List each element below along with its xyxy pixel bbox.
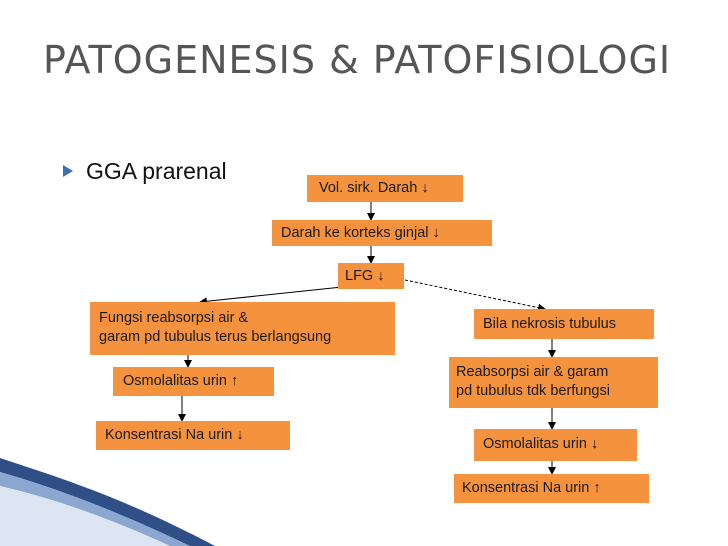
node-bila-nekrosis-label: Bila nekrosis tubulus	[483, 316, 616, 332]
node-konsentrasi-na-turun-label: Konsentrasi Na urin ↓	[105, 427, 244, 443]
node-vol-sirk-darah: Vol. sirk. Darah ↓	[307, 175, 463, 202]
node-konsentrasi-na-turun: Konsentrasi Na urin ↓	[96, 421, 290, 450]
node-vol-sirk-darah-label: Vol. sirk. Darah ↓	[319, 180, 429, 196]
slide-title: PATOGENESIS & PATOFISIOLOGI	[43, 38, 672, 82]
node-konsentrasi-na-naik: Konsentrasi Na urin ↑	[454, 474, 649, 503]
node-osmolalitas-naik: Osmolalitas urin ↑	[113, 367, 274, 396]
arrow-lfg-to-nekrosis	[404, 279, 546, 312]
node-fungsi-reabsorpsi: Fungsi reabsorpsi air & garam pd tubulus…	[90, 302, 395, 355]
bullet-text: GGA prarenal	[86, 158, 227, 184]
node-fungsi-reabsorpsi-line1: Fungsi reabsorpsi air &	[99, 310, 249, 326]
node-lfg-label: LFG ↓	[345, 268, 385, 284]
node-fungsi-reabsorpsi-line2: garam pd tubulus terus berlangsung	[99, 329, 332, 345]
node-darah-korteks-label: Darah ke korteks ginjal ↓	[281, 225, 440, 241]
node-reabsorpsi-tdk-line2: pd tubulus tdk berfungsi	[456, 383, 610, 399]
bullet-arrow-icon	[63, 165, 73, 177]
node-osmolalitas-turun: Osmolalitas urin ↓	[474, 429, 637, 461]
node-reabsorpsi-tdk-line1: Reabsorpsi air & garam	[456, 364, 609, 380]
node-osmolalitas-naik-label: Osmolalitas urin ↑	[123, 373, 239, 389]
node-reabsorpsi-tdk-berfungsi: Reabsorpsi air & garam pd tubulus tdk be…	[449, 357, 658, 408]
node-konsentrasi-na-naik-label: Konsentrasi Na urin ↑	[462, 480, 601, 496]
node-osmolalitas-turun-label: Osmolalitas urin ↓	[483, 436, 599, 452]
arrow-lfg-to-fungsi	[199, 286, 343, 306]
node-darah-korteks-ginjal: Darah ke korteks ginjal ↓	[272, 220, 492, 246]
node-lfg: LFG ↓	[338, 263, 404, 289]
node-bila-nekrosis-tubulus: Bila nekrosis tubulus	[474, 309, 654, 339]
